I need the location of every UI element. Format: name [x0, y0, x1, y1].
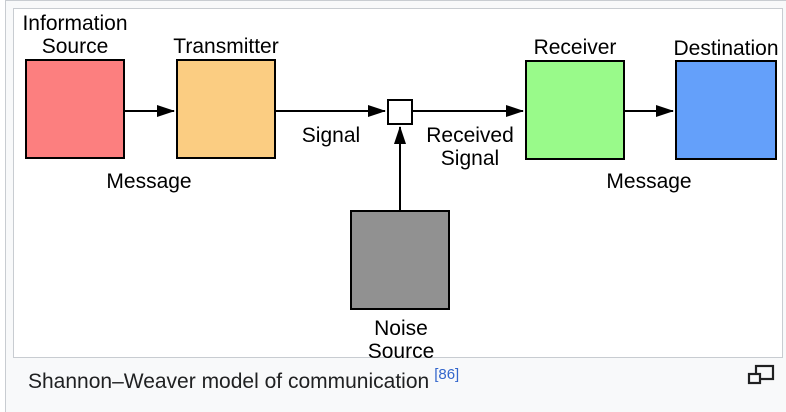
information-source-label: Information Source [14, 12, 136, 58]
figure-thumbnail: Information Source Transmitter Receiver … [5, 0, 786, 412]
receiver-label: Receiver [533, 36, 617, 59]
message-left-label: Message [106, 170, 192, 193]
signal-label: Signal [301, 124, 361, 147]
figure-caption: Shannon–Weaver model of communication[86… [28, 367, 459, 394]
transmitter-box [176, 59, 276, 159]
information-source-label-line1: Information [22, 12, 128, 35]
reference-link[interactable]: [86] [434, 366, 460, 383]
channel-junction-box [387, 99, 413, 125]
information-source-label-line2: Source [41, 35, 109, 58]
received-signal-label-line2: Signal [440, 147, 500, 170]
noise-source-label-line1: Noise [374, 317, 428, 340]
noise-source-box [350, 210, 450, 310]
message-right-label: Message [606, 170, 692, 193]
diagram-image[interactable]: Information Source Transmitter Receiver … [13, 8, 783, 363]
destination-label: Destination [673, 37, 779, 60]
noise-source-label-line2: Source [367, 340, 435, 363]
transmitter-label: Transmitter [173, 35, 279, 58]
destination-box [675, 60, 777, 160]
received-signal-label-line1: Received [426, 124, 514, 147]
expand-image-button[interactable] [747, 363, 775, 387]
figure-caption-text: Shannon–Weaver model of communication [28, 370, 430, 393]
overlapping-rectangles-expand-icon [747, 364, 775, 385]
noise-source-label: Noise Source [351, 317, 451, 363]
information-source-box [25, 59, 125, 159]
received-signal-label: Received Signal [420, 124, 520, 170]
receiver-box [525, 60, 625, 160]
